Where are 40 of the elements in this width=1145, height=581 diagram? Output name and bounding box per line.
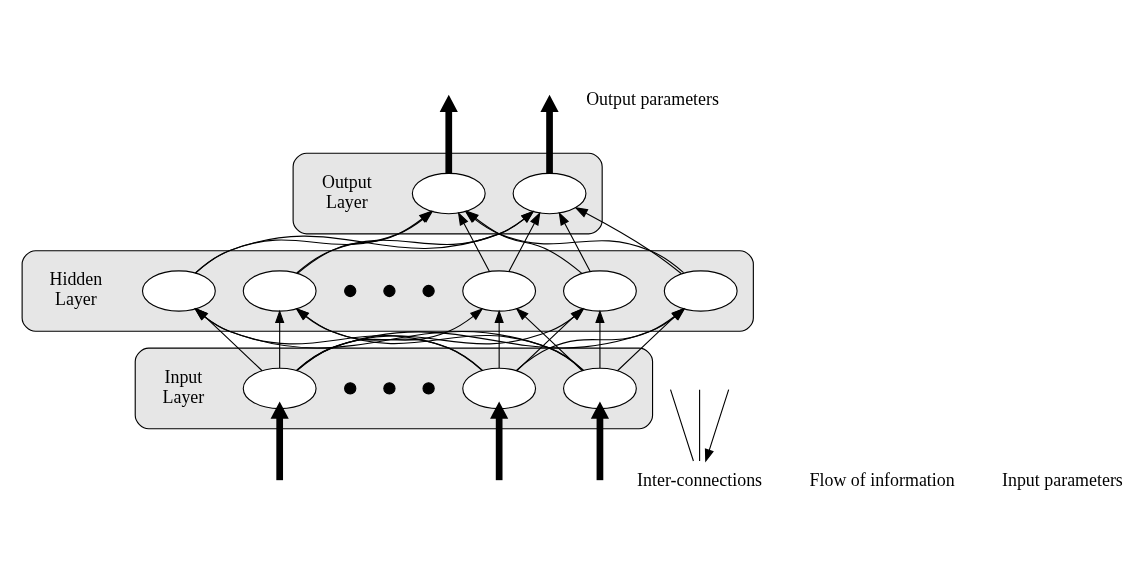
arrow (595, 309, 605, 369)
arrow (508, 211, 541, 272)
cluster (134, 347, 654, 429)
label: Input parameters (1001, 469, 1123, 490)
node-ellipse (242, 269, 317, 312)
arrow (540, 94, 559, 173)
node-ellipse (563, 367, 637, 409)
node-ellipse (141, 269, 216, 312)
connector (699, 388, 701, 462)
node-circle (422, 381, 435, 395)
label: Flow of information (809, 469, 955, 490)
node-circle (344, 381, 357, 395)
arrow (494, 309, 504, 369)
node-ellipse (512, 172, 587, 214)
node-ellipse (663, 269, 738, 312)
node-circle (383, 381, 396, 395)
arrow (558, 211, 591, 272)
node-label: Output Layer (321, 171, 372, 212)
arrow (270, 400, 289, 480)
label: Output parameters (586, 88, 719, 109)
arrow (574, 206, 682, 274)
node-circle (422, 284, 435, 297)
node-label: Hidden Layer (49, 268, 103, 309)
cluster (21, 249, 754, 332)
node-circle (344, 284, 357, 297)
node-ellipse (563, 269, 637, 312)
node-ellipse (462, 269, 537, 312)
connector (669, 388, 694, 462)
arrow (439, 94, 458, 173)
arrow (274, 309, 285, 369)
arrow (490, 400, 509, 480)
arrow (704, 388, 730, 463)
cluster (292, 152, 603, 234)
node-circle (383, 284, 396, 297)
node-label: Input Layer (162, 366, 205, 407)
node-ellipse (242, 367, 317, 409)
arrow (590, 400, 610, 480)
node-ellipse (411, 172, 486, 214)
node-ellipse (462, 367, 537, 409)
node-text: Inter-connections (637, 469, 763, 490)
